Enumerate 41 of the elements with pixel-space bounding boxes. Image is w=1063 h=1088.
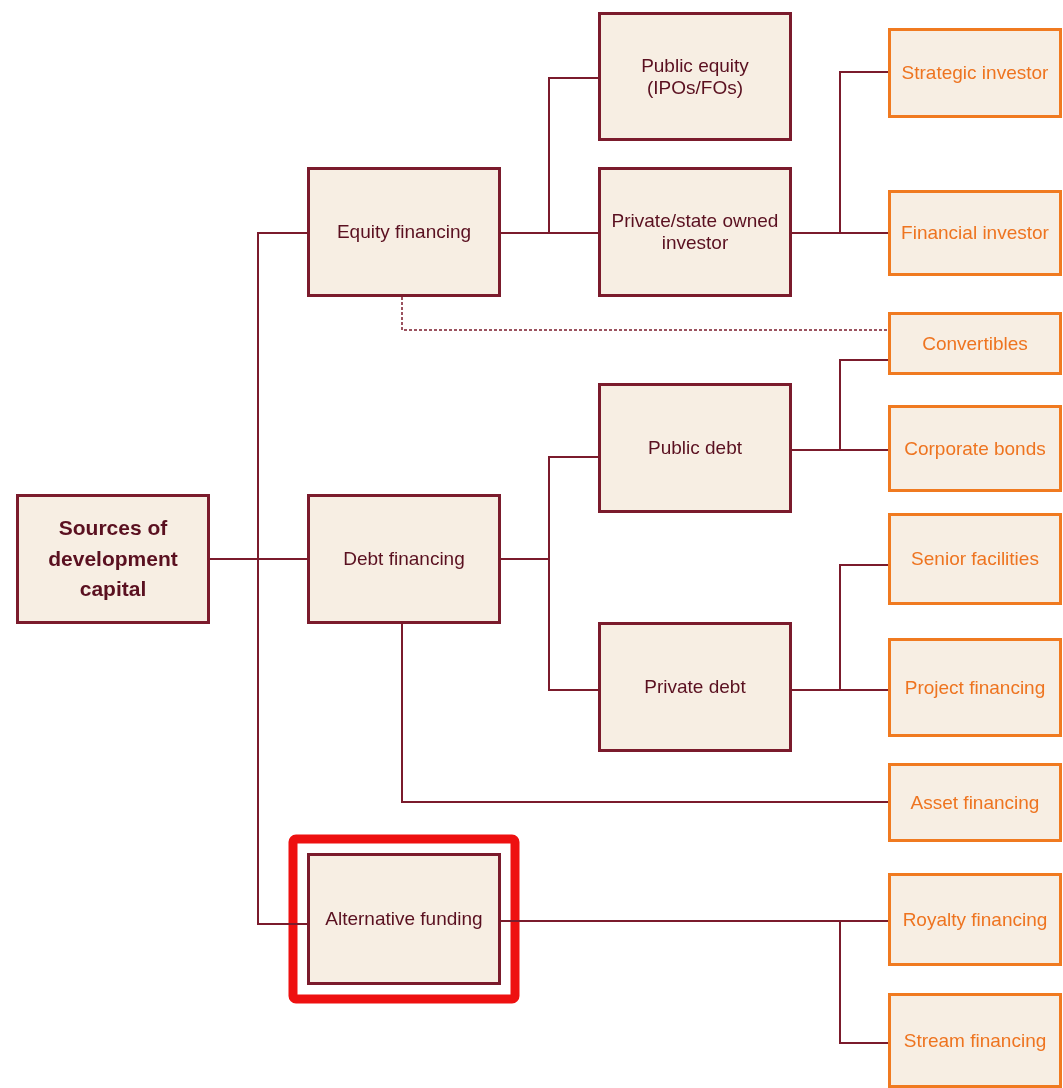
node-label: Royalty financing (902, 908, 1048, 931)
root-box (16, 494, 210, 624)
category-box (307, 494, 501, 624)
connector-line (791, 689, 889, 691)
category-box (598, 12, 792, 141)
category-box (598, 383, 792, 513)
option-box (888, 513, 1062, 605)
category-box (598, 622, 792, 752)
dashed-connector (401, 296, 889, 331)
option-box (888, 405, 1062, 492)
node-label: Strategic investor (901, 62, 1049, 84)
connector-line (791, 449, 889, 451)
option-box (888, 190, 1062, 276)
option-box (888, 638, 1062, 737)
node-label: Private/state owned investor (610, 210, 780, 254)
connector-line (791, 232, 889, 234)
node-label: Convertibles (922, 332, 1028, 355)
node-label: Public debt (648, 437, 742, 459)
node-label: Equity financing (336, 221, 472, 243)
node-label: Debt financing (343, 548, 465, 570)
connector-line (500, 232, 599, 234)
node-label: Senior facilities (911, 548, 1039, 570)
connector-line (500, 558, 599, 691)
node-label: Asset financing (910, 791, 1040, 814)
node-label: Private debt (644, 676, 746, 698)
node-label: Financial investor (901, 222, 1049, 244)
option-box (888, 993, 1062, 1088)
node-label: Public equity (IPOs/FOs) (640, 54, 750, 99)
category-box (598, 167, 792, 297)
connector-line (401, 623, 889, 803)
option-box (888, 312, 1062, 375)
option-box (888, 763, 1062, 842)
option-box (888, 28, 1062, 118)
node-label: Stream financing (903, 1029, 1047, 1052)
node-label: Corporate bonds (904, 437, 1046, 460)
category-box (307, 167, 501, 297)
node-label: Alternative funding (325, 908, 483, 930)
option-box (888, 873, 1062, 966)
node-label: Project financing (904, 676, 1046, 699)
category-box (307, 853, 501, 985)
node-label: Sources of development capital (47, 515, 179, 603)
